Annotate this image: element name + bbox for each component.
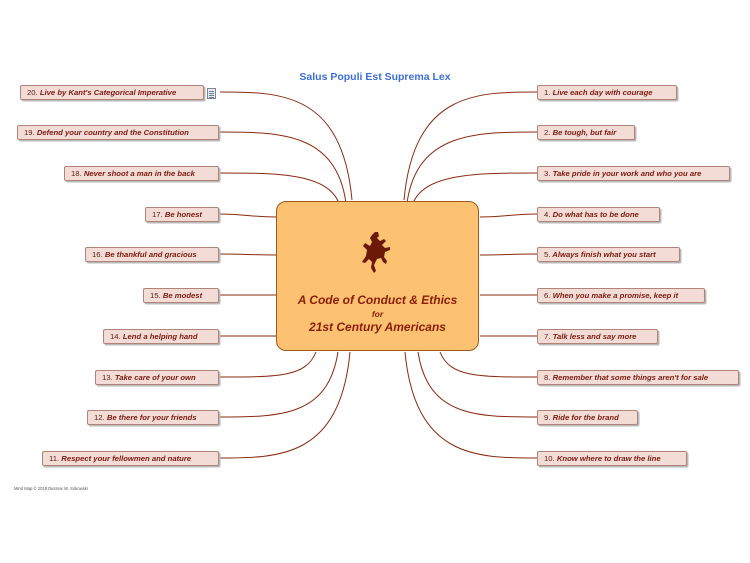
connector-line xyxy=(406,131,538,204)
central-title-line1: A Code of Conduct & Ethics xyxy=(297,293,458,307)
topic-node[interactable]: 8. Remember that some things aren't for … xyxy=(537,370,739,385)
connector-line xyxy=(218,351,317,378)
note-icon[interactable] xyxy=(207,88,216,99)
topic-node[interactable]: 17. Be honest xyxy=(145,207,219,222)
connector-line xyxy=(439,351,538,378)
topic-node[interactable]: 5. Always finish what you start xyxy=(537,247,680,262)
topic-node[interactable]: 12. Be there for your friends xyxy=(87,410,219,425)
central-title-line2: for xyxy=(371,309,384,319)
connector-line xyxy=(219,91,353,201)
connector-line xyxy=(218,253,277,256)
topic-node[interactable]: 4. Do what has to be done xyxy=(537,207,660,222)
central-topic[interactable]: A Code of Conduct & Ethics for 21st Cent… xyxy=(276,201,479,351)
topic-node[interactable]: 10. Know where to draw the line xyxy=(537,451,687,466)
topic-node[interactable]: 6. When you make a promise, keep it xyxy=(537,288,705,303)
topic-node[interactable]: 13. Take care of your own xyxy=(95,370,219,385)
topic-node[interactable]: 16. Be thankful and gracious xyxy=(85,247,219,262)
connector-line xyxy=(218,213,277,218)
connector-line xyxy=(218,172,341,207)
topic-node[interactable]: 20. Live by Kant's Categorical Imperativ… xyxy=(20,85,204,100)
topic-node[interactable]: 14. Lend a helping hand xyxy=(103,329,219,344)
bucking-horse-rider-icon xyxy=(362,232,390,273)
topic-node[interactable]: 19. Defend your country and the Constitu… xyxy=(17,125,219,140)
connector-line xyxy=(479,253,538,256)
connector-line xyxy=(403,91,538,201)
connector-line xyxy=(218,351,339,418)
connector-line xyxy=(404,351,538,459)
topic-node[interactable]: 9. Ride for the brand xyxy=(537,410,638,425)
connector-line xyxy=(218,131,347,204)
map-title: Salus Populi Est Suprema Lex xyxy=(299,71,451,83)
connector-line xyxy=(411,172,538,207)
topic-node[interactable]: 15. Be modest xyxy=(143,288,219,303)
topic-node[interactable]: 7. Talk less and say more xyxy=(537,329,658,344)
topic-node[interactable]: 2. Be tough, but fair xyxy=(537,125,635,140)
connector-line xyxy=(417,351,538,418)
central-title-line3: 21st Century Americans xyxy=(309,320,446,334)
topic-node[interactable]: 18. Never shoot a man in the back xyxy=(64,166,219,181)
connector-line xyxy=(479,213,538,218)
copyright-footer: Mind Map © 2018 Dietmar W. Sokowski xyxy=(14,486,88,491)
topic-node[interactable]: 3. Take pride in your work and who you a… xyxy=(537,166,730,181)
topic-node[interactable]: 11. Respect your fellowmen and nature xyxy=(42,451,219,466)
connector-line xyxy=(218,351,351,459)
topic-node[interactable]: 1. Live each day with courage xyxy=(537,85,677,100)
